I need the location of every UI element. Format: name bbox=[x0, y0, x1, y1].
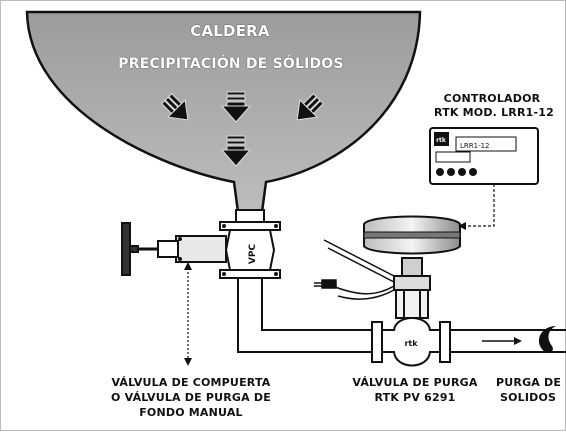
controller-button-3 bbox=[458, 168, 466, 176]
arrow-down-left-icon bbox=[296, 93, 324, 121]
purge-valve-caption-line2: RTK PV 6291 bbox=[374, 391, 456, 404]
solenoid-wiring bbox=[314, 239, 395, 300]
gate-valve-leader bbox=[184, 262, 192, 366]
gate-valve bbox=[121, 221, 281, 279]
arrow-down-lower-icon bbox=[220, 135, 252, 167]
controller-header-line1: CONTROLADOR bbox=[443, 92, 541, 105]
gate-valve-marking: VPC bbox=[248, 244, 258, 265]
discharge-solids-icon bbox=[538, 326, 556, 353]
purge-valve bbox=[363, 215, 461, 367]
pipe-run-lower bbox=[237, 278, 375, 353]
controller-button-1 bbox=[436, 168, 444, 176]
controller-button-2 bbox=[447, 168, 455, 176]
gate-valve-caption-line3: FONDO MANUAL bbox=[139, 406, 243, 419]
boiler-vessel bbox=[25, 10, 422, 214]
controller-brand-logo: rtk bbox=[436, 137, 447, 144]
boiler-subtitle: PRECIPITACIÓN DE SÓLIDOS bbox=[118, 56, 344, 72]
sediment-arrows bbox=[161, 91, 324, 167]
purge-valve-marking: rtk bbox=[404, 339, 418, 348]
boiler-title: CALDERA bbox=[190, 22, 270, 40]
arrow-down-right-icon bbox=[161, 93, 189, 121]
flow-arrow bbox=[482, 337, 522, 345]
arrow-down-icon bbox=[220, 91, 252, 123]
outlet-caption-line2: SOLIDOS bbox=[500, 391, 557, 404]
controller-model-label: LRR1-12 bbox=[460, 142, 490, 150]
gate-valve-caption-line2: O VÁLVULA DE PURGA DE bbox=[111, 391, 271, 404]
control-signal-line bbox=[458, 184, 495, 230]
outlet-caption-line1: PURGA DE bbox=[496, 376, 562, 389]
controller-buttons bbox=[436, 168, 477, 176]
gate-valve-caption-line1: VÁLVULA DE COMPUERTA bbox=[111, 376, 271, 389]
controller-unit bbox=[429, 127, 539, 185]
purge-valve-caption-line1: VÁLVULA DE PURGA bbox=[352, 376, 478, 389]
controller-header-line2: RTK MOD. LRR1-12 bbox=[434, 106, 554, 119]
controller-button-4 bbox=[469, 168, 477, 176]
